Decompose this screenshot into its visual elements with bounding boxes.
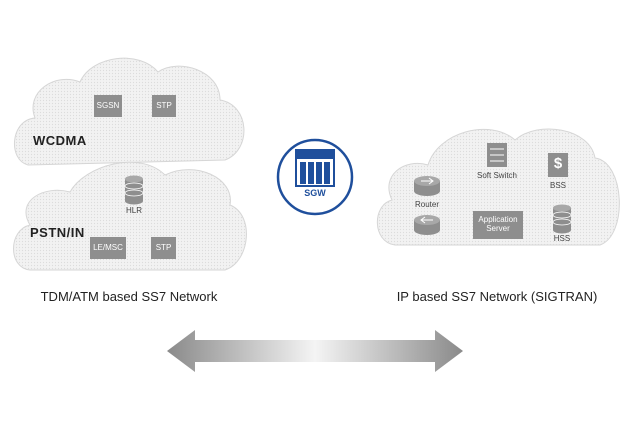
- router-icon: [414, 176, 440, 196]
- application-server-node: Application Server: [473, 211, 523, 239]
- right-network-caption: IP based SS7 Network (SIGTRAN): [396, 289, 598, 304]
- router-label: Router: [414, 200, 440, 209]
- router-icon-second: [414, 215, 440, 235]
- le-msc-node: LE/MSC: [90, 237, 126, 259]
- bss-label: BSS: [549, 181, 567, 190]
- double-arrow-icon: [167, 330, 463, 372]
- stp-node-bottom: STP: [151, 237, 176, 259]
- sgsn-node: SGSN: [94, 95, 122, 117]
- stp-node-top: STP: [152, 95, 176, 117]
- region-label-wcdma: WCDMA: [33, 133, 87, 148]
- hss-label: HSS: [553, 234, 571, 243]
- soft-switch-label: Soft Switch: [476, 171, 518, 180]
- region-label-pstn-in: PSTN/IN: [30, 225, 85, 240]
- sgw-gateway-icon: [276, 138, 354, 216]
- hlr-database-icon: [124, 175, 144, 205]
- dollar-icon: [548, 153, 568, 177]
- bss-dollar-symbol: $: [553, 155, 563, 172]
- hss-database-icon: [552, 204, 572, 234]
- server-rack-icon: [487, 143, 507, 167]
- sgw-label: SGW: [304, 188, 326, 198]
- wcdma-cloud-icon: [14, 57, 245, 166]
- hlr-label: HLR: [125, 206, 143, 215]
- left-network-caption: TDM/ATM based SS7 Network: [40, 289, 218, 304]
- pstn-cloud-icon: [13, 161, 247, 271]
